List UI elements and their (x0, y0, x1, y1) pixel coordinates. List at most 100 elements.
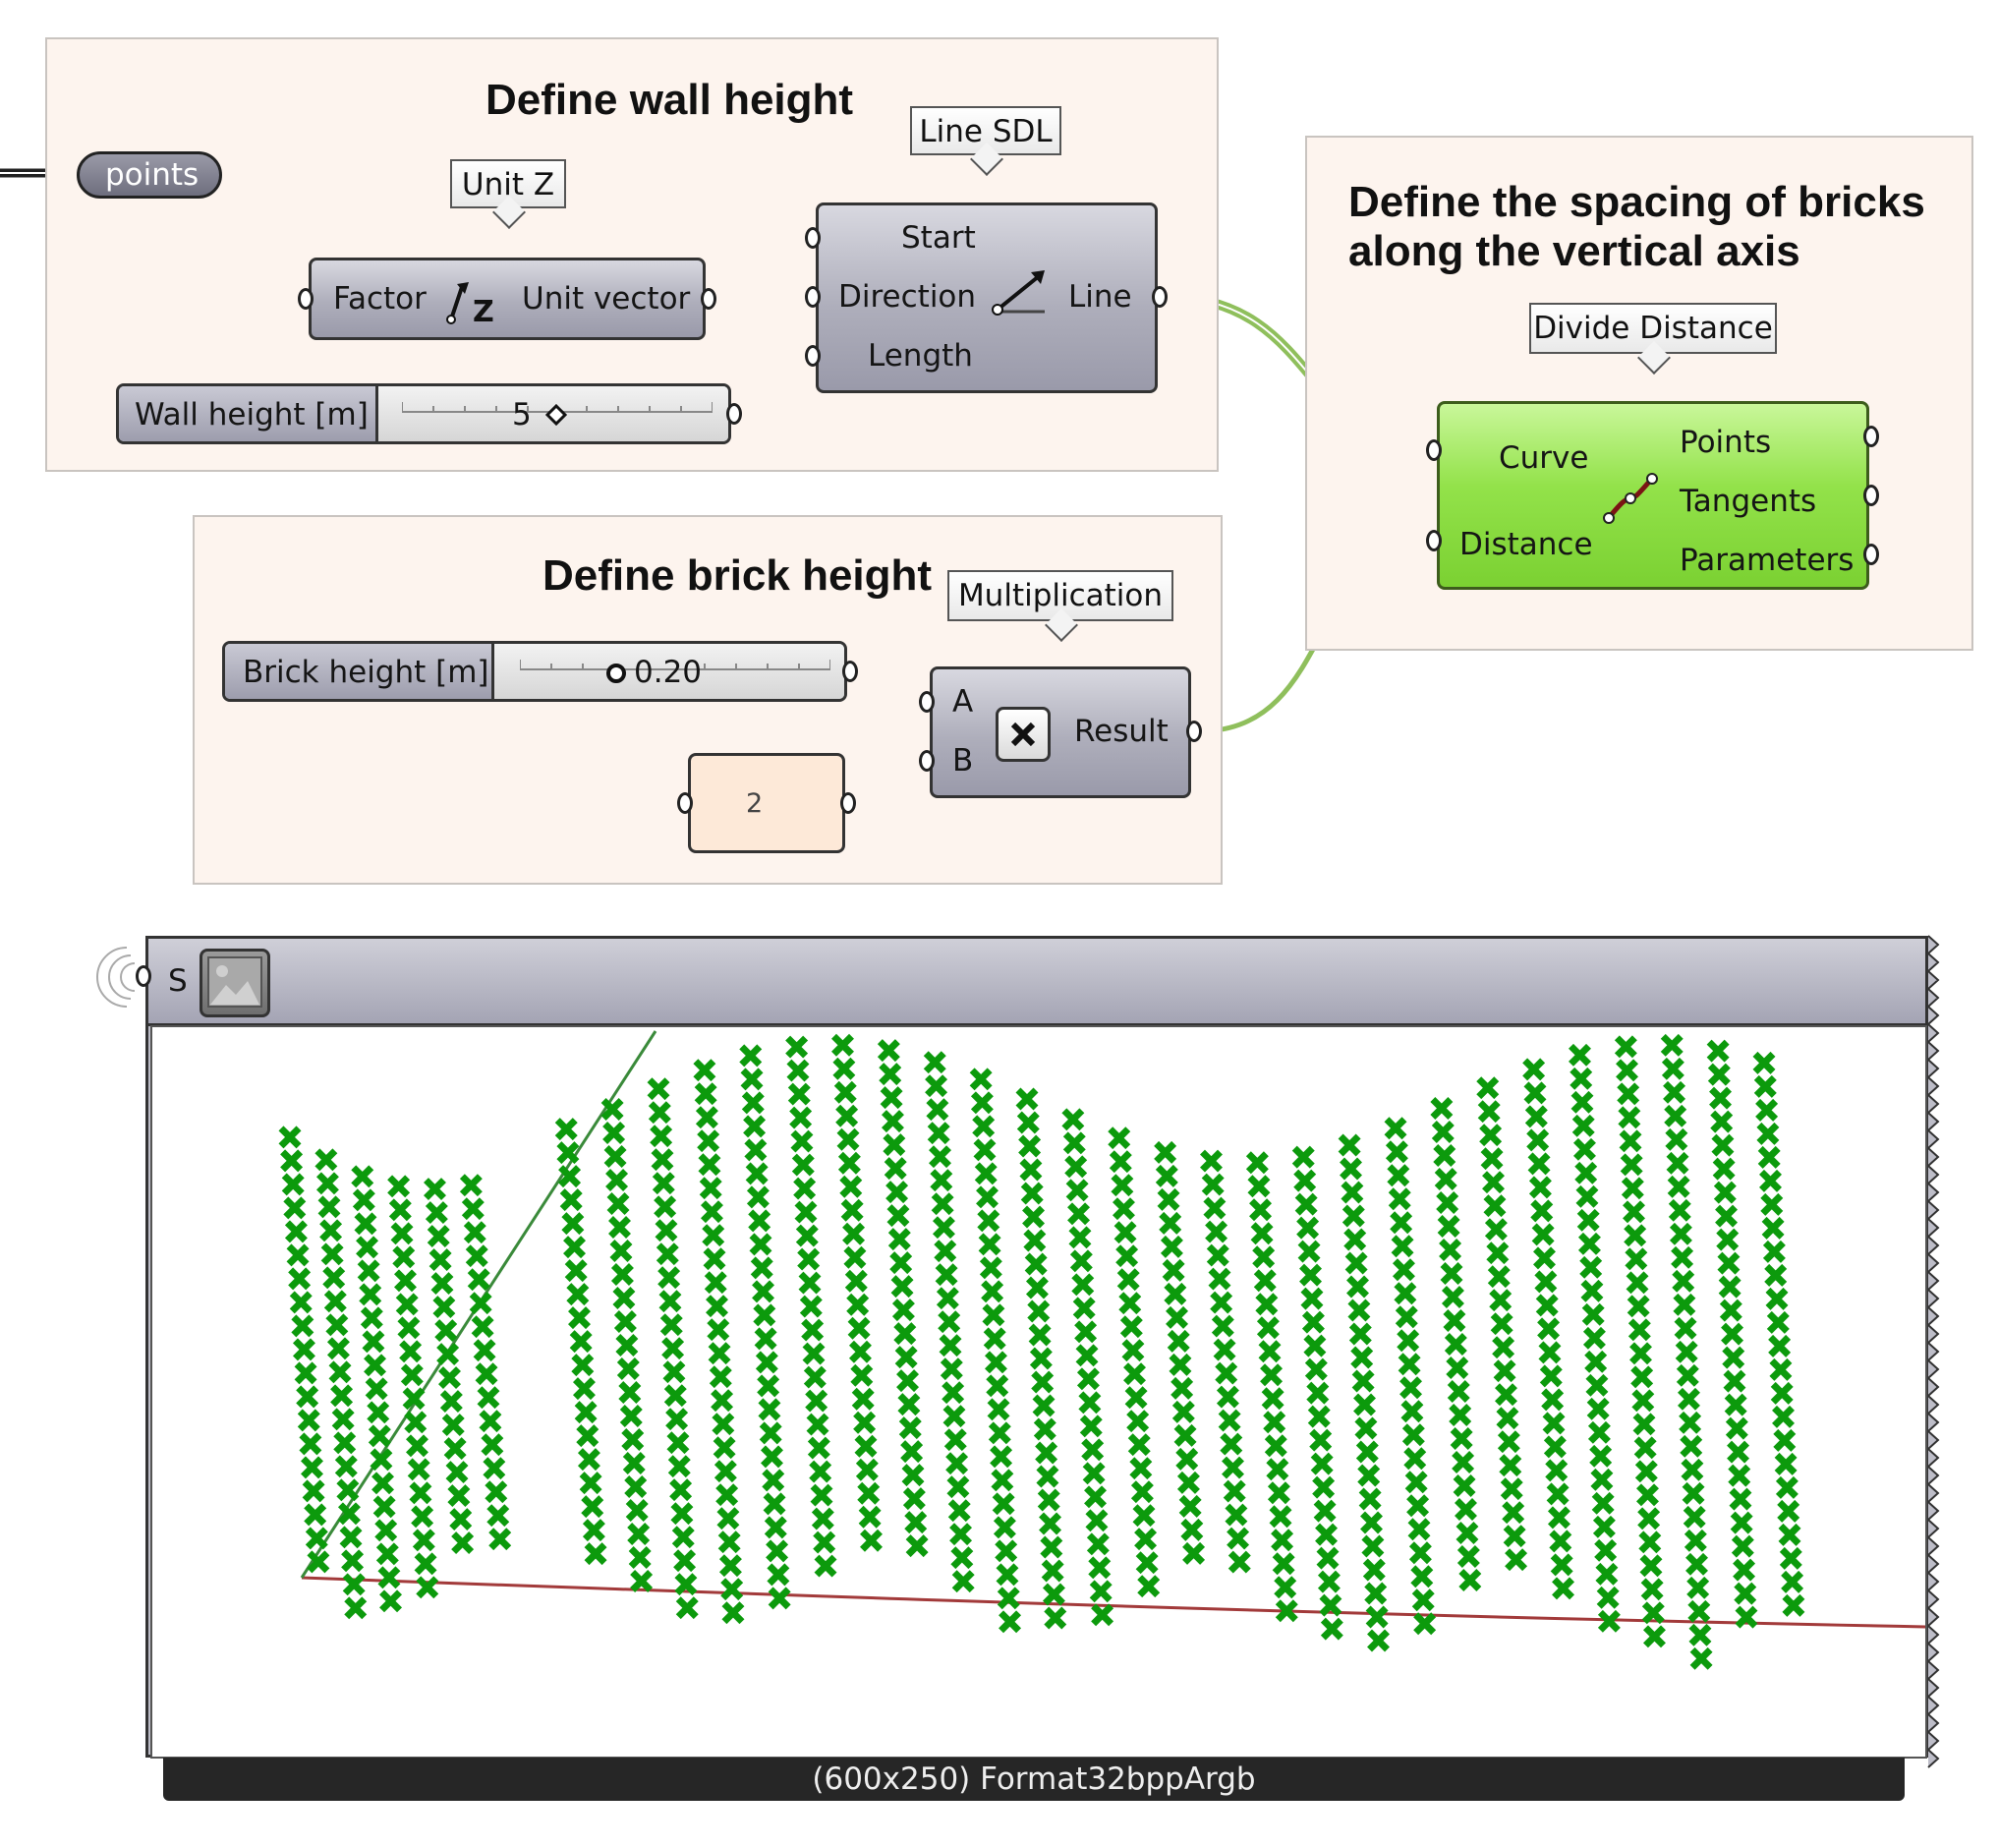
point-marker (840, 1198, 864, 1222)
point-marker (1621, 1177, 1644, 1200)
point-marker (1384, 1117, 1407, 1140)
point-marker (1406, 1494, 1430, 1518)
unit-z-output-port[interactable] (701, 288, 716, 310)
line-sdl-length-port[interactable] (805, 345, 821, 367)
brick-slider-output-port[interactable] (842, 661, 858, 682)
brick-height-slider[interactable]: Brick height [m] 0.20 (222, 641, 847, 702)
wall-height-slider[interactable]: Wall height [m] 5 (116, 383, 731, 444)
point-marker (365, 1377, 388, 1401)
point-marker (304, 1503, 327, 1527)
point-marker (1503, 1525, 1526, 1548)
point-marker (1033, 1417, 1056, 1441)
point-marker (445, 1461, 469, 1484)
point-marker (889, 1251, 913, 1275)
point-marker (651, 1148, 674, 1172)
point-marker (799, 1295, 823, 1318)
point-marker (1249, 1198, 1273, 1222)
point-marker (558, 1165, 582, 1188)
point-marker (1074, 1320, 1098, 1344)
point-marker (721, 1601, 745, 1625)
point-marker (1129, 1457, 1153, 1480)
point-marker (987, 1398, 1010, 1421)
point-marker (1589, 1444, 1613, 1468)
divide-parameters-output-port[interactable] (1863, 544, 1879, 565)
point-marker (1727, 1440, 1750, 1464)
point-marker (835, 1104, 859, 1127)
point-marker (1433, 1144, 1456, 1167)
point-marker (1550, 1553, 1573, 1577)
point-marker (702, 1224, 725, 1247)
point-marker (860, 1529, 883, 1552)
point-marker (1252, 1245, 1276, 1269)
point-marker (1713, 1181, 1737, 1204)
point-marker (811, 1507, 834, 1530)
wall-slider-output-port[interactable] (726, 403, 742, 425)
point-marker (717, 1530, 741, 1554)
point-marker (430, 1272, 454, 1296)
point-marker (882, 1110, 904, 1133)
viewer-input-port[interactable] (136, 965, 151, 987)
viewer-resize-edge[interactable] (1926, 935, 1940, 1768)
unit-z-component[interactable]: Factor Z Unit vector (309, 258, 706, 340)
divide-points-output-port[interactable] (1863, 426, 1879, 447)
point-marker (1225, 1503, 1248, 1527)
point-marker (1039, 1512, 1062, 1535)
input-distance: Distance (1459, 527, 1593, 562)
slider-track[interactable]: 0.20 (494, 644, 844, 699)
point-marker (1313, 1499, 1337, 1523)
point-marker (577, 1448, 600, 1472)
point-marker (654, 1195, 677, 1219)
points-parameter[interactable]: points (77, 151, 222, 199)
point-marker (1620, 1153, 1643, 1177)
line-sdl-output-port[interactable] (1152, 286, 1168, 308)
panel-value: 2 (746, 788, 764, 819)
panel-output-port[interactable] (840, 792, 856, 814)
point-marker (969, 1068, 993, 1091)
image-viewer-component[interactable]: S (145, 936, 1928, 1759)
point-marker (485, 1480, 508, 1504)
point-marker (1449, 1404, 1472, 1426)
point-marker (1135, 1551, 1159, 1575)
input-b: B (952, 743, 974, 779)
panel-input-port[interactable] (677, 792, 693, 814)
divide-distance-component[interactable]: Curve Distance Points Tangents Parameter… (1437, 401, 1869, 590)
point-marker (1680, 1434, 1703, 1458)
multiplication-b-port[interactable] (919, 750, 935, 772)
line-sdl-component[interactable]: Start Direction Length Line (816, 202, 1158, 393)
unit-z-input-port[interactable] (298, 288, 314, 310)
point-marker (447, 1484, 471, 1508)
output-parameters: Parameters (1680, 543, 1855, 578)
multiplication-component[interactable]: A B Result (930, 666, 1191, 798)
point-marker (584, 1542, 607, 1566)
point-marker (1072, 1297, 1096, 1320)
multiplication-a-port[interactable] (919, 691, 935, 713)
point-marker (1455, 1498, 1477, 1521)
point-marker (1496, 1407, 1519, 1430)
multiply-icon (996, 707, 1051, 762)
line-sdl-start-port[interactable] (805, 227, 821, 249)
viewer-footer: (600x250) Format32bppArgb (163, 1758, 1905, 1801)
point-marker (847, 1316, 871, 1340)
point-marker (1400, 1400, 1424, 1423)
point-marker (877, 1039, 900, 1063)
number-panel[interactable]: 2 (688, 753, 845, 853)
slider-track[interactable]: 5 (378, 386, 728, 441)
point-marker (1759, 1169, 1782, 1192)
divide-distance-input-port[interactable] (1426, 530, 1442, 551)
point-marker (1213, 1338, 1236, 1361)
point-marker (1410, 1565, 1434, 1588)
multiplication-output-port[interactable] (1186, 721, 1202, 742)
point-marker (1489, 1289, 1513, 1312)
point-marker (996, 1563, 1019, 1587)
divide-curve-input-port[interactable] (1426, 439, 1442, 461)
point-marker (1733, 1558, 1756, 1582)
point-marker (465, 1244, 488, 1268)
point-marker (946, 1475, 970, 1499)
point-marker (1709, 1086, 1733, 1110)
divide-tangents-output-port[interactable] (1863, 485, 1879, 506)
point-marker (791, 1153, 815, 1177)
point-marker (894, 1346, 918, 1369)
point-marker (1316, 1546, 1340, 1570)
point-marker (1162, 1258, 1185, 1282)
line-sdl-direction-port[interactable] (805, 286, 821, 308)
